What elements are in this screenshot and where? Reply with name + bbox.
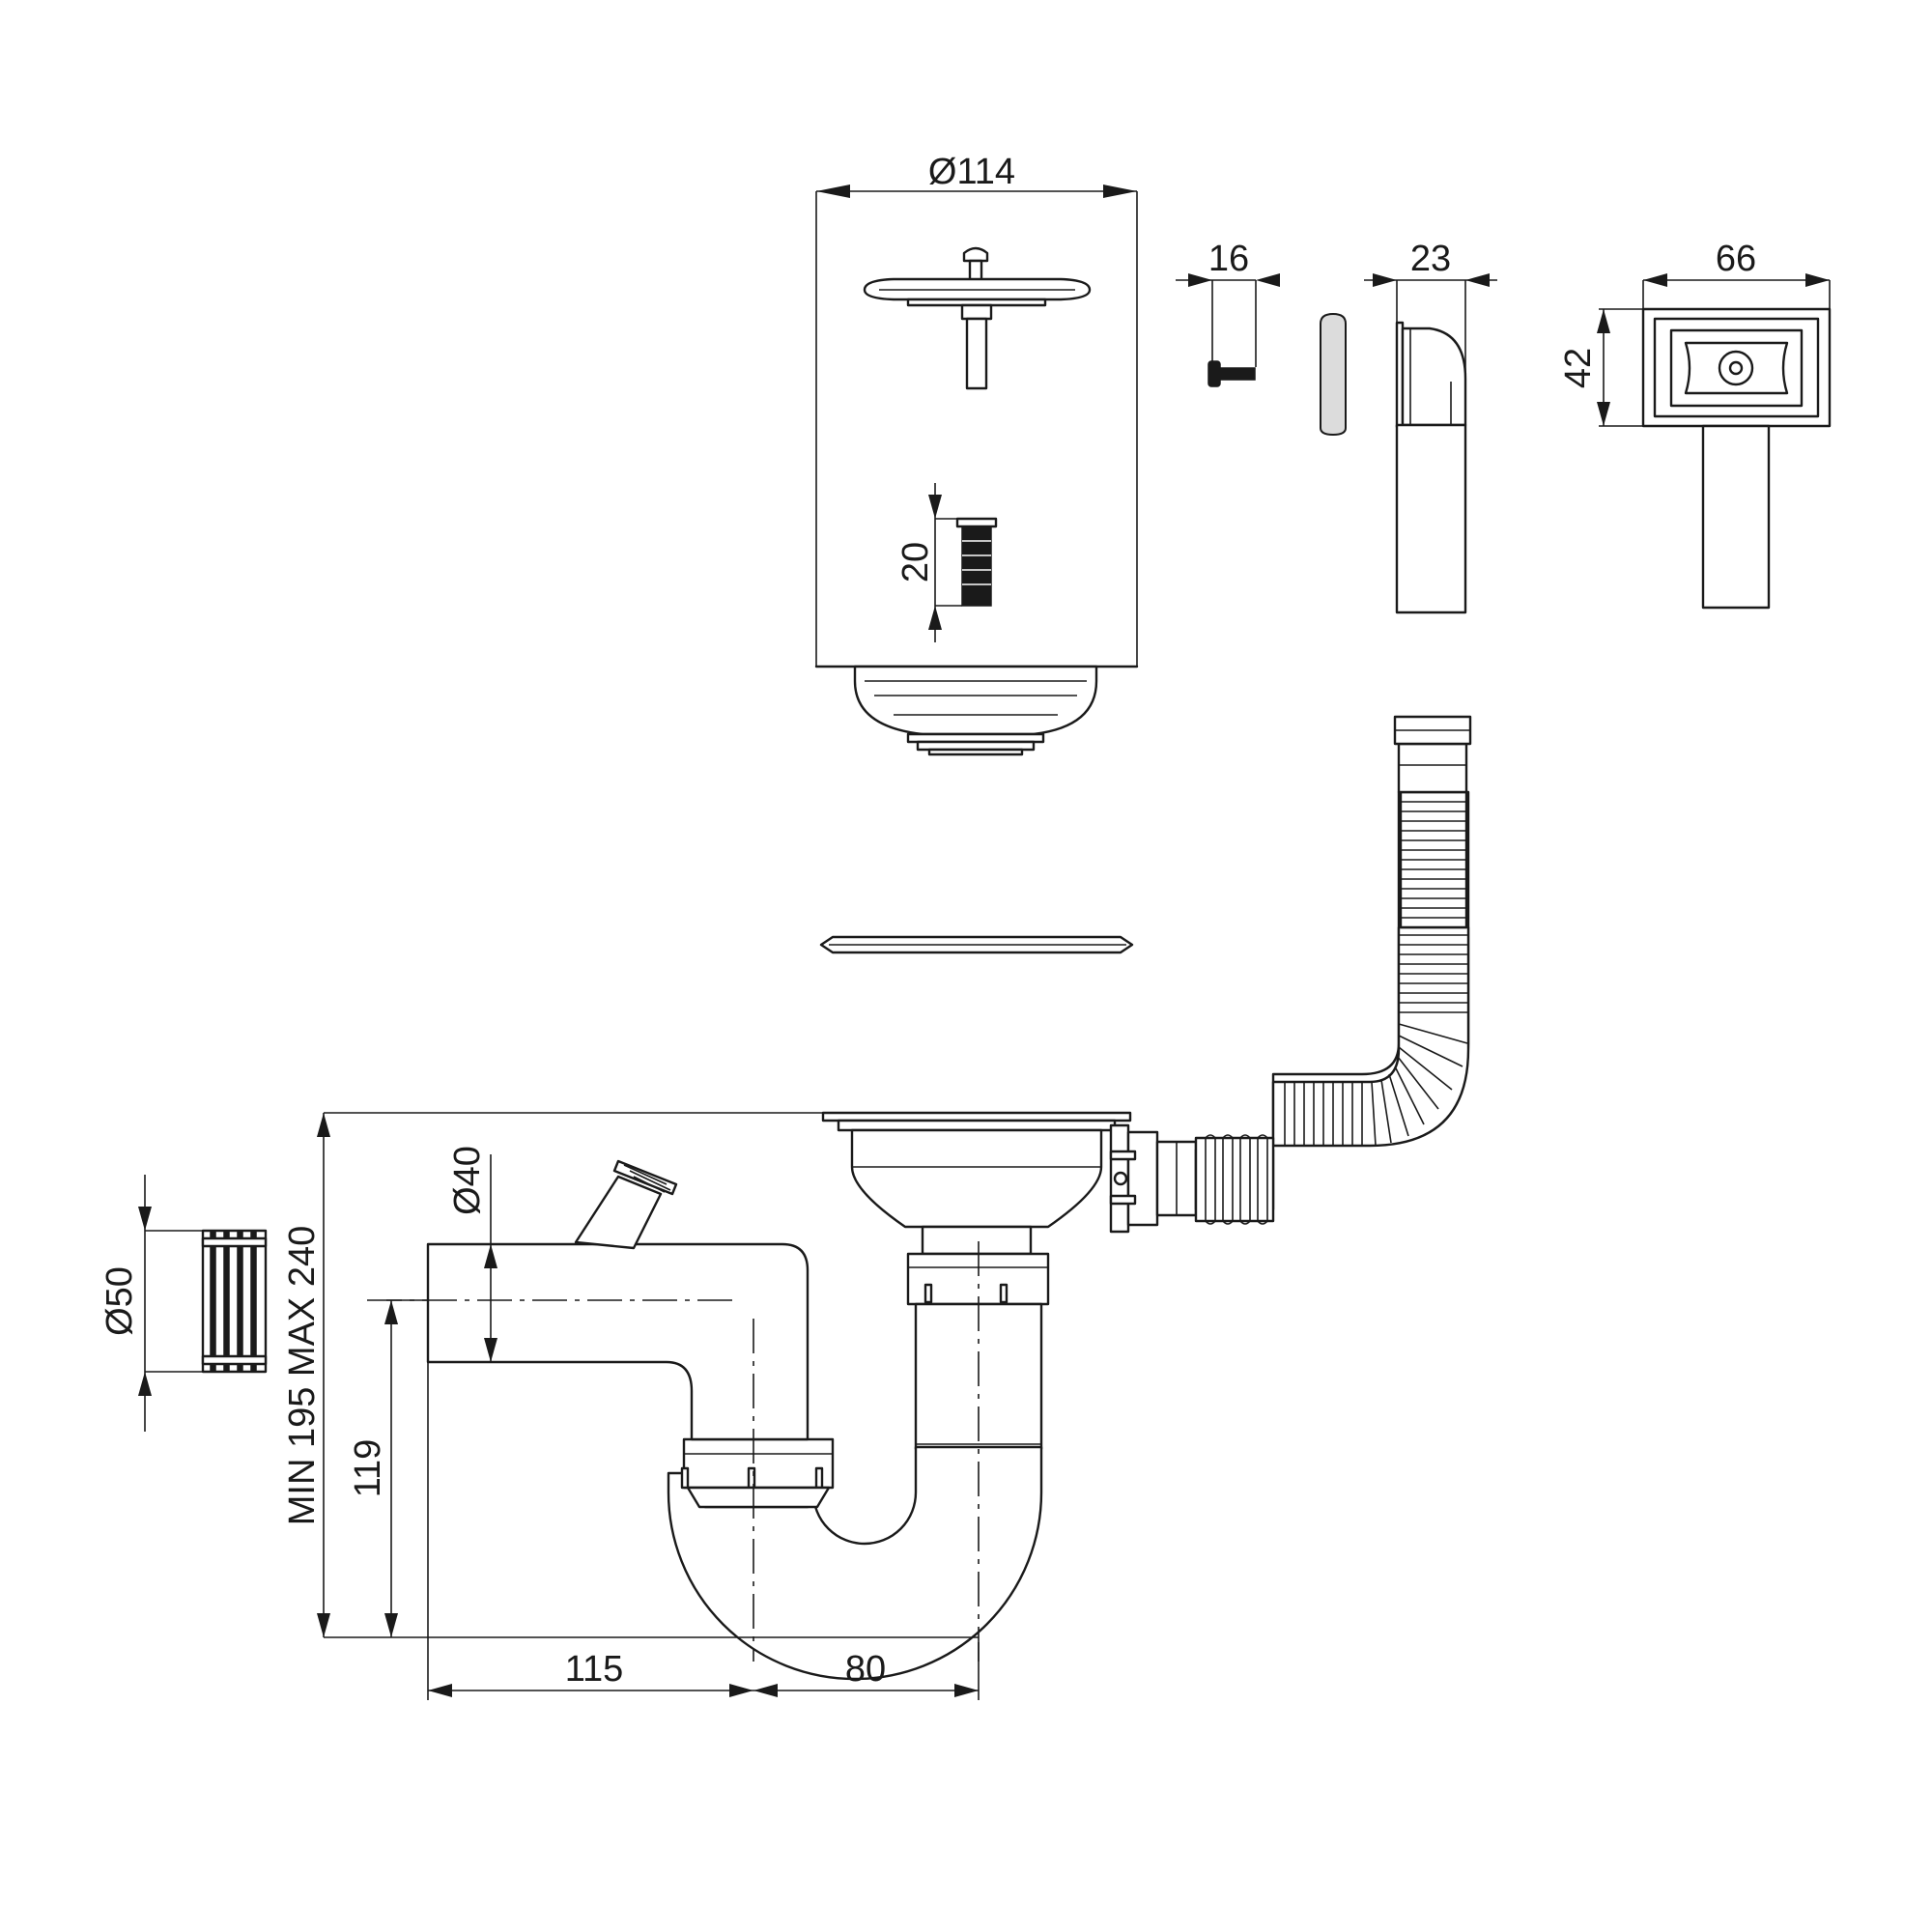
strainer-basket-assembly: Ø114 20 — [814, 152, 1139, 756]
stopper-plug — [863, 246, 1092, 390]
basket-bowl — [853, 665, 1098, 756]
overflow-height-label: 42 — [1558, 348, 1599, 388]
overflow-width-label: 66 — [1716, 239, 1756, 279]
hose-ribs-horizontal — [1284, 1023, 1468, 1147]
overflow-gasket — [1320, 312, 1347, 437]
overflow-cover: 66 42 — [1558, 239, 1832, 610]
flat-gasket — [819, 935, 1134, 954]
threaded-bolt: 20 — [895, 483, 998, 642]
overflow-elbow: 23 — [1364, 239, 1497, 614]
outlet-diameter-label: Ø50 — [99, 1266, 140, 1336]
trap-offset-label: 80 — [845, 1649, 886, 1690]
outlet-height-label: 119 — [348, 1439, 388, 1498]
overflow-depth-label: 23 — [1410, 239, 1451, 279]
overflow-screw: 16 — [1176, 239, 1280, 387]
siphon-assembly — [367, 715, 1472, 1681]
outlet-ring: Ø50 — [99, 1175, 268, 1432]
total-height-label: MIN 195 MAX 240 — [282, 1226, 323, 1525]
strainer-diameter-label: Ø114 — [928, 152, 1015, 192]
siphon-dimensions: MIN 195 MAX 240 119 Ø40 115 80 — [282, 1112, 980, 1700]
bolt-length-label: 20 — [895, 542, 936, 582]
pipe-diameter-label: Ø40 — [447, 1146, 488, 1215]
hose-ribs-upper — [1398, 791, 1469, 919]
hose-ribs-connector — [1194, 1134, 1275, 1225]
hose-ribs-vertical — [1399, 934, 1468, 1013]
screw-length-label: 16 — [1208, 239, 1249, 279]
outlet-offset-label: 115 — [565, 1649, 624, 1690]
